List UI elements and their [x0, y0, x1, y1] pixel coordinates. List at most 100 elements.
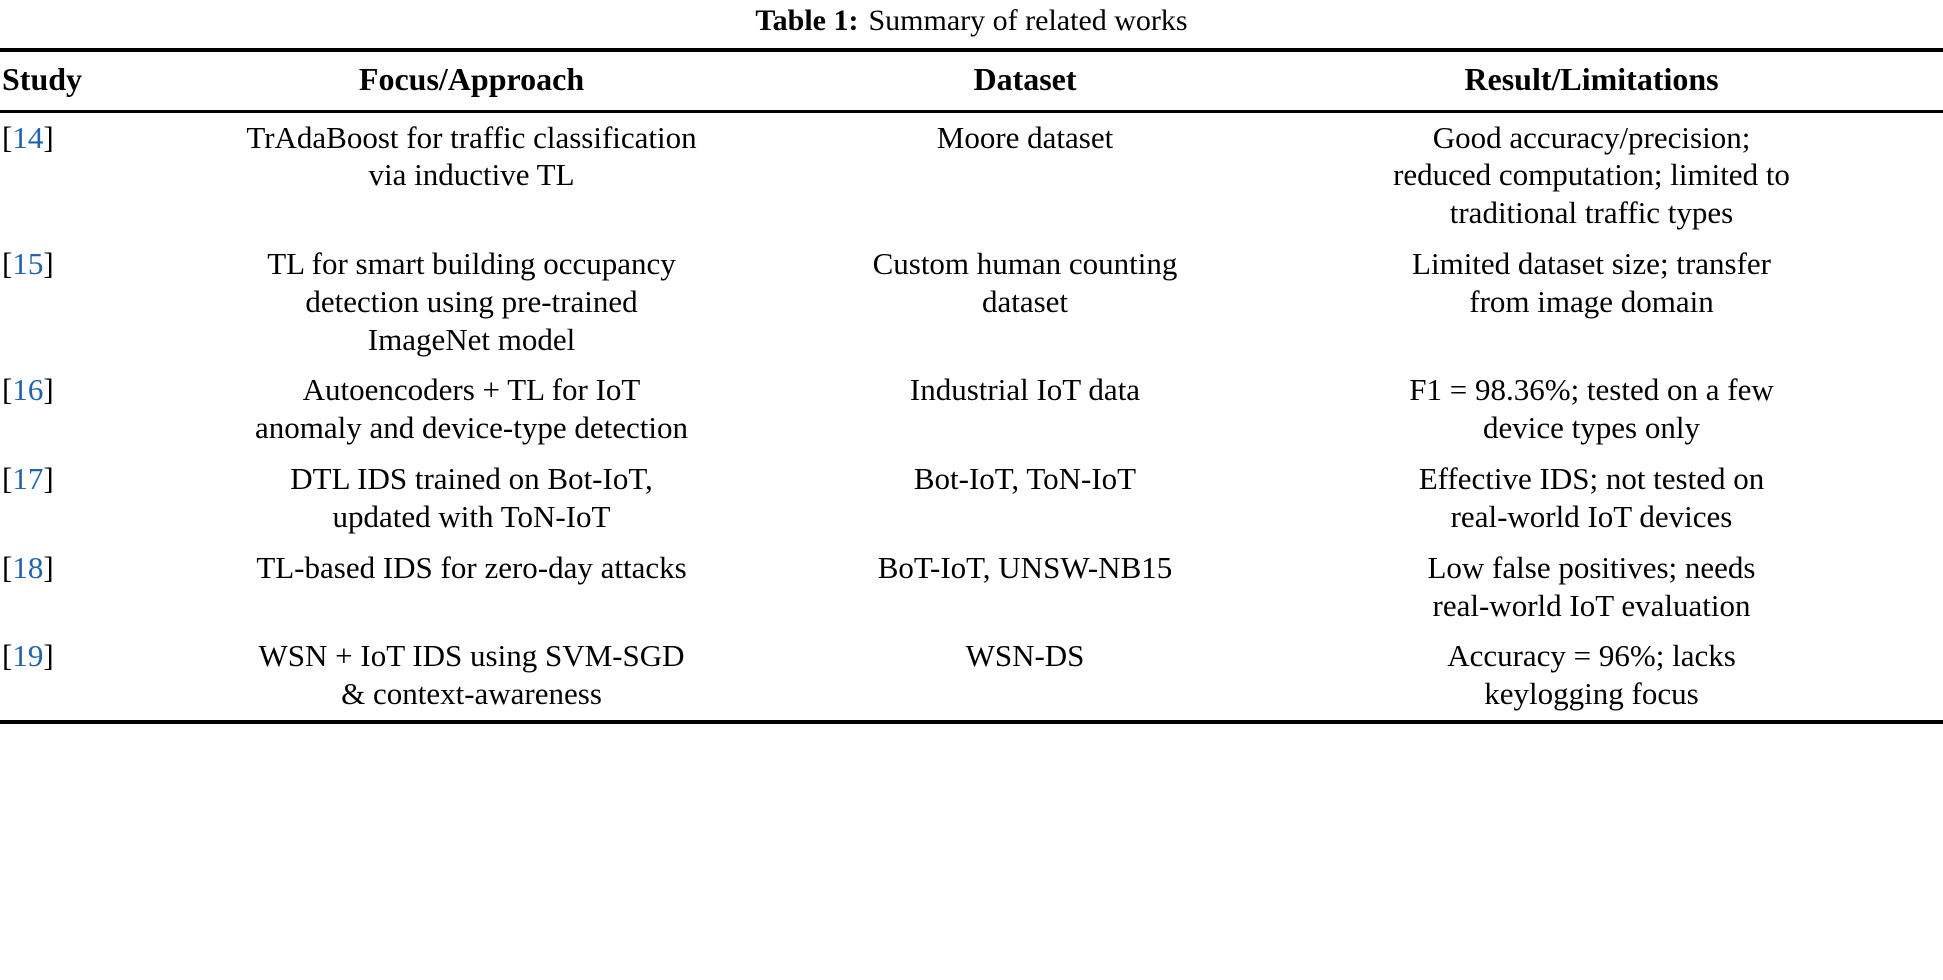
- related-works-table: Study Focus/Approach Dataset Result/Limi…: [0, 48, 1943, 726]
- table-cell-study: [17]: [0, 454, 133, 543]
- citation-link[interactable]: [14]: [2, 120, 54, 155]
- table-cell-result: Good accuracy/precision;reduced computat…: [1240, 113, 1943, 239]
- cell-line: WSN-DS: [965, 638, 1085, 674]
- column-header-study: Study: [2, 61, 83, 97]
- citation-bracket-open: [: [2, 638, 13, 674]
- cell-line: Autoencoders + TL for IoT: [302, 372, 641, 408]
- column-header-result: Result/Limitations: [1464, 61, 1719, 97]
- cell-line: Low false positives; needs: [1427, 549, 1756, 585]
- cell-line: via inductive TL: [368, 157, 575, 193]
- cell-line: DTL IDS trained on Bot-IoT,: [290, 461, 653, 497]
- cell-line: detection using pre-trained: [305, 283, 638, 319]
- citation-number[interactable]: 19: [12, 638, 44, 674]
- cell-line: from image domain: [1469, 283, 1714, 319]
- cell-line: WSN + IoT IDS using SVM-SGD: [258, 638, 685, 674]
- citation-link[interactable]: [15]: [2, 246, 54, 281]
- table-cell-dataset: Industrial IoT data: [810, 365, 1240, 454]
- citation-number[interactable]: 16: [12, 372, 44, 408]
- table-row: [19] WSN + IoT IDS using SVM-SGD& context…: [0, 631, 1943, 722]
- citation-bracket-open: [: [2, 549, 13, 585]
- citation-bracket-close: ]: [43, 246, 54, 282]
- cell-line: F1 = 98.36%; tested on a few: [1409, 372, 1774, 408]
- cell-line: Good accuracy/precision;: [1432, 119, 1751, 155]
- cell-line: traditional traffic types: [1449, 195, 1734, 231]
- cell-line: & context-awareness: [341, 676, 602, 712]
- cell-line: BoT-IoT, UNSW-NB15: [877, 549, 1173, 585]
- citation-bracket-close: ]: [43, 461, 54, 497]
- cell-line: Bot-IoT, ToN-IoT: [913, 461, 1137, 497]
- cell-line: device types only: [1483, 410, 1700, 446]
- table-row: [18] TL-based IDS for zero-day attacks BoT…: [0, 543, 1943, 632]
- citation-number[interactable]: 14: [12, 119, 44, 155]
- table-cell-study: [14]: [0, 113, 133, 239]
- cell-line: dataset: [981, 283, 1069, 319]
- table-row: [14] TrAdaBoost for traffic classificatio…: [0, 113, 1943, 239]
- table-cell-dataset: Moore dataset: [810, 113, 1240, 239]
- caption-text: Summary of related works: [868, 4, 1188, 37]
- table-cell-dataset: Bot-IoT, ToN-IoT: [810, 454, 1240, 543]
- cell-line: Accuracy = 96%; lacks: [1447, 638, 1736, 674]
- table-cell-dataset: WSN-DS: [810, 631, 1240, 722]
- citation-number[interactable]: 17: [12, 461, 44, 497]
- cell-line: reduced computation; limited to: [1393, 157, 1790, 193]
- table-cell-study: [19]: [0, 631, 133, 722]
- citation-bracket-open: [: [2, 119, 13, 155]
- cell-line: TrAdaBoost for traffic classification: [246, 119, 697, 155]
- citation-link[interactable]: [16]: [2, 372, 54, 407]
- cell-line: real-world IoT devices: [1450, 498, 1733, 534]
- table-bottom-rule: [0, 719, 1943, 726]
- caption-label: Table 1:: [755, 4, 859, 37]
- citation-bracket-open: [: [2, 246, 13, 282]
- table-caption: Table 1: Summary of related works: [0, 0, 1943, 48]
- cell-line: Custom human counting: [872, 246, 1178, 282]
- table-cell-study: [16]: [0, 365, 133, 454]
- table-body: [14] TrAdaBoost for traffic classificatio…: [0, 113, 1943, 722]
- citation-bracket-open: [: [2, 461, 13, 497]
- citation-number[interactable]: 18: [12, 549, 44, 585]
- header-row: Study Focus/Approach Dataset Result/Limi…: [0, 52, 1943, 111]
- cell-line: keylogging focus: [1484, 676, 1699, 712]
- cell-line: anomaly and device-type detection: [255, 410, 688, 446]
- cell-line: Limited dataset size; transfer: [1412, 246, 1771, 282]
- table-row: [17] DTL IDS trained on Bot-IoT,updated w…: [0, 454, 1943, 543]
- column-header-focus: Focus/Approach: [358, 61, 585, 97]
- table-cell-focus: DTL IDS trained on Bot-IoT,updated with …: [133, 454, 810, 543]
- cell-line: real-world IoT evaluation: [1432, 587, 1751, 623]
- citation-number[interactable]: 15: [12, 246, 44, 282]
- citation-bracket-close: ]: [43, 119, 54, 155]
- citation-link[interactable]: [17]: [2, 461, 54, 496]
- cell-line: Moore dataset: [936, 119, 1114, 155]
- citation-link[interactable]: [19]: [2, 638, 54, 673]
- cell-line: ImageNet model: [367, 321, 576, 357]
- column-header-dataset: Dataset: [973, 61, 1077, 97]
- citation-bracket-close: ]: [43, 549, 54, 585]
- table-footer: [0, 719, 1943, 726]
- table-cell-study: [18]: [0, 543, 133, 632]
- cell-line: Industrial IoT data: [909, 372, 1141, 408]
- citation-bracket-close: ]: [43, 638, 54, 674]
- citation-link[interactable]: [18]: [2, 550, 54, 585]
- cell-line: TL-based IDS for zero-day attacks: [256, 549, 687, 585]
- table-mid-rule: [0, 109, 1943, 114]
- table-cell-dataset: BoT-IoT, UNSW-NB15: [810, 543, 1240, 632]
- cell-line: Effective IDS; not tested on: [1418, 461, 1765, 497]
- citation-bracket-close: ]: [43, 372, 54, 408]
- citation-bracket-open: [: [2, 372, 13, 408]
- table-cell-study: [15]: [0, 239, 133, 365]
- cell-line: TL for smart building occupancy: [267, 246, 676, 282]
- table-cell-focus: WSN + IoT IDS using SVM-SGD& context-awa…: [133, 631, 810, 722]
- cell-line: updated with ToN-IoT: [332, 498, 611, 534]
- table-header: Study Focus/Approach Dataset Result/Limi…: [0, 48, 1943, 114]
